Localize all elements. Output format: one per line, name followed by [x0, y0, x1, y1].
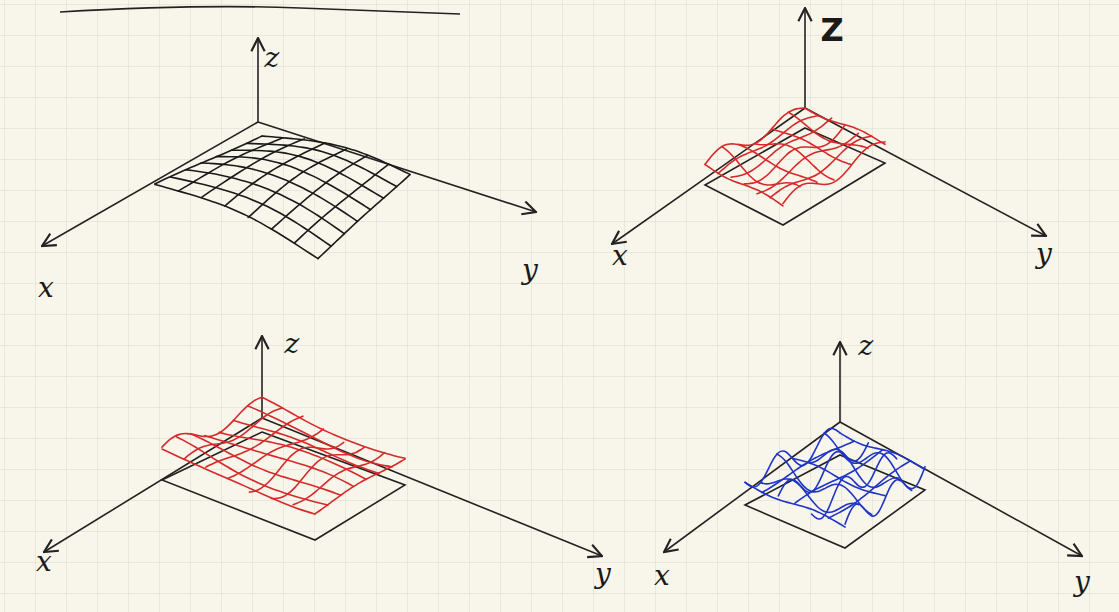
y-axis	[258, 122, 536, 212]
surface-curve	[812, 453, 897, 519]
surface-curve	[202, 139, 305, 197]
surface	[162, 397, 405, 514]
surface-curve	[744, 125, 845, 184]
surface-curve	[155, 136, 262, 184]
x-axis	[612, 108, 805, 244]
z-axis	[839, 342, 841, 422]
surface-curve	[757, 133, 858, 193]
z-axis	[257, 38, 259, 122]
surface	[705, 108, 885, 206]
surface-curve	[795, 450, 883, 503]
stray-stroke	[60, 7, 460, 14]
surface-curve	[840, 433, 925, 470]
axis-label: x	[36, 548, 52, 576]
axis-label: y	[1036, 240, 1052, 268]
surface	[745, 428, 925, 527]
surface-curve	[295, 164, 389, 243]
surface-curve	[262, 397, 405, 458]
axis-label: x	[612, 242, 628, 270]
surface-curve	[262, 136, 410, 174]
axis-label: x	[654, 562, 670, 590]
z-axis	[804, 8, 806, 108]
axis-label: z	[859, 332, 874, 360]
surface-curve	[705, 108, 805, 164]
surface-curve	[783, 142, 885, 204]
surface-curve	[845, 467, 925, 524]
surface-curve	[318, 175, 410, 259]
surface-curve	[225, 143, 326, 206]
axis-label: y	[1074, 568, 1090, 596]
axis-label: x	[38, 274, 54, 302]
surface-curve	[315, 459, 405, 514]
surface-curve	[162, 397, 262, 447]
surface-curve	[184, 408, 283, 459]
y-axis	[262, 418, 602, 556]
axis-label: y	[595, 560, 611, 588]
surface-curve	[170, 177, 331, 246]
z-axis	[261, 336, 263, 418]
axis-label: Z	[820, 14, 843, 46]
x-axis	[44, 418, 262, 552]
surface-curve	[770, 136, 872, 198]
surface	[155, 136, 410, 259]
axis-label: y	[522, 256, 538, 284]
x-axis	[42, 122, 258, 246]
x-axis	[664, 422, 840, 552]
surface-curve	[762, 441, 855, 493]
surface-curve	[745, 428, 840, 487]
surface-curve	[718, 116, 818, 174]
base-region	[745, 455, 925, 548]
y-axis	[840, 422, 1082, 556]
axis-label: z	[285, 330, 300, 358]
surface-curve	[828, 461, 911, 518]
y-axis	[805, 108, 1046, 236]
surface-curve	[178, 138, 283, 191]
axis-label: z	[265, 44, 280, 72]
